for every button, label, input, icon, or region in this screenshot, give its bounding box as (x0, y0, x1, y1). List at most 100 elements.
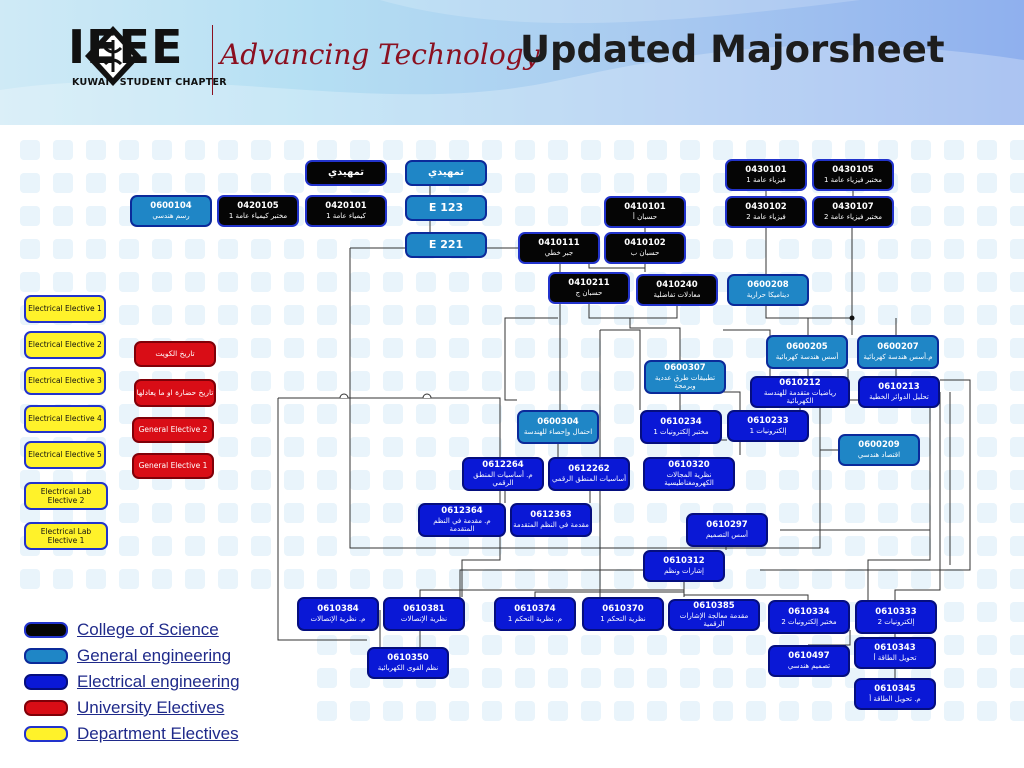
course-name: فيزياء عامة 1 (746, 175, 786, 184)
course-code: 0610297 (706, 520, 748, 531)
course-code: 0600104 (150, 201, 192, 212)
course-name: Electrical Lab Elective 1 (40, 526, 92, 545)
course-code: 0610374 (514, 604, 556, 615)
course-code: E 123 (428, 201, 464, 215)
course-name: مختبر كيمياء عامة 1 (228, 211, 288, 220)
course-code: 0600207 (877, 342, 919, 353)
course-code: 0610320 (668, 459, 710, 470)
course-name: Electrical Elective 2 (28, 340, 102, 350)
course-code: 0612363 (530, 510, 572, 521)
course-name: نظرية المجالات الكهرومغناطيسية (664, 470, 714, 488)
course-box-el2: Electrical Elective 2 (24, 331, 106, 359)
course-box-ar-tamhidi-2: تمهيدي (405, 160, 487, 186)
page-title: Updated Majorsheet (520, 28, 945, 71)
course-name: مختبر إلكترونيات 2 (781, 617, 837, 626)
course-code: 0410102 (624, 238, 666, 249)
course-box-E123: E 123 (405, 195, 487, 221)
course-code: 0430101 (745, 165, 787, 176)
legend-item-dept: Department Electives (22, 724, 282, 746)
course-code: 0410101 (624, 202, 666, 213)
course-code: 0610333 (875, 607, 917, 618)
course-code: 0610381 (403, 604, 445, 615)
course-code: 0612364 (441, 505, 483, 516)
course-code: 0600307 (664, 362, 706, 373)
tagline: Advancing Technology (220, 38, 540, 71)
course-name: ديناميكا حرارية (746, 290, 790, 299)
course-box-ue-kuwait: تاريخ الكويت (134, 341, 216, 367)
course-name: مختبر إلكترونيات 1 (653, 427, 709, 436)
legend-swatch (24, 648, 68, 664)
course-name: أساسيات المنطق الرقمي (551, 474, 627, 483)
course-box-ell1: Electrical Lab Elective 1 (24, 522, 108, 550)
course-name: م. نظرية الإتصالات (310, 614, 366, 623)
course-name: كيمياء عامة 1 (326, 211, 366, 220)
course-name: فيزياء عامة 2 (746, 212, 786, 221)
ieee-logo-word: IEEE (68, 20, 184, 74)
course-name: تصميم هندسي (787, 661, 831, 670)
course-name: تاريخ حضارة او ما يعادلها (136, 388, 214, 398)
course-name: تاريخ الكويت (155, 349, 195, 359)
legend-label: College of Science (77, 620, 219, 639)
course-code: 0610312 (663, 556, 705, 567)
legend-swatch (24, 700, 68, 716)
legend-label: University Electives (77, 698, 225, 717)
legend-item-elec: Electrical engineering (22, 672, 282, 694)
course-code: 0600209 (858, 440, 900, 451)
course-code: 0430105 (832, 165, 874, 176)
course-code: 0610212 (779, 377, 821, 388)
course-name: م. نظرية التحكم 1 (507, 614, 563, 623)
course-name: نظم القوى الكهربائية (377, 663, 439, 672)
legend-label: General engineering (77, 646, 232, 665)
course-box-ell2: Electrical Lab Elective 2 (24, 482, 108, 510)
course-name: مقدمة معالجة الإشارات الرقمية (679, 611, 749, 629)
course-name: تحليل الدوائر الخطية (869, 392, 929, 401)
course-code: 0600304 (537, 417, 579, 428)
course-name: م. تحويل الطاقة أ (869, 694, 921, 703)
course-name: رياضيات متقدمة للهندسة الكهربائية (763, 388, 837, 406)
course-code: 0610334 (788, 607, 830, 618)
course-code: 0410111 (538, 238, 580, 249)
course-name: General Elective 1 (138, 461, 208, 471)
course-name: نظرية التحكم 1 (600, 614, 646, 623)
course-name: General Elective 2 (138, 425, 208, 435)
course-name: إلكترونيات 2 (877, 617, 915, 626)
course-name: تحويل الطاقة أ (873, 653, 917, 662)
course-code: 0610234 (660, 417, 702, 428)
course-box-ge1: General Elective 1 (132, 453, 214, 479)
course-code: 0410240 (656, 280, 698, 291)
course-name: مختبر فيزياء عامة 1 (823, 175, 882, 184)
legend-item-univ: University Electives (22, 698, 282, 720)
course-name: حسبان ب (630, 248, 660, 257)
course-name: مختبر فيزياء عامة 2 (823, 212, 882, 221)
legend-swatch (24, 622, 68, 638)
course-code: 0610343 (874, 643, 916, 654)
course-code: 0610384 (317, 604, 359, 615)
course-name: إشارات ونظم (664, 566, 704, 575)
course-code: E 221 (428, 238, 464, 252)
course-code: 0430107 (832, 202, 874, 213)
course-code: 0600205 (786, 342, 828, 353)
course-name: حسبان ج (575, 288, 603, 297)
course-code: 0610350 (387, 653, 429, 664)
